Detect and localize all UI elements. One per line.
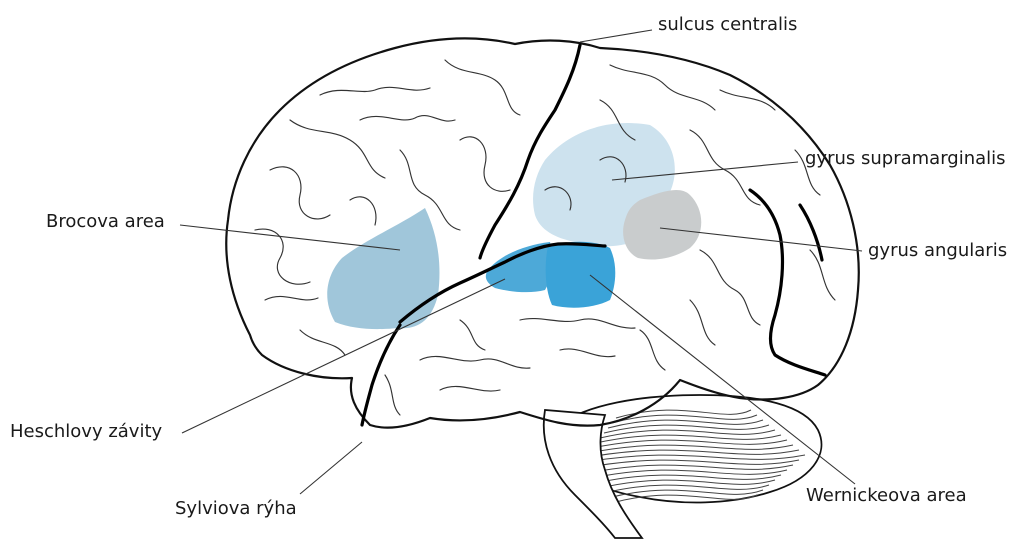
- gyrus-line: [700, 250, 760, 325]
- gyrus-line: [460, 320, 485, 350]
- gyrus-line: [255, 229, 310, 284]
- label-sulcus-centralis: sulcus centralis: [658, 16, 797, 34]
- label-heschlovy-zavity: Heschlovy závity: [10, 423, 162, 441]
- gyrus-line: [610, 65, 715, 110]
- gyrus-line: [445, 60, 520, 115]
- label-gyrus-angularis: gyrus angularis: [868, 242, 1007, 260]
- label-gyrus-supramarginalis: gyrus supramarginalis: [805, 150, 1006, 168]
- cerebrum-outline: [226, 38, 859, 427]
- gyrus-line: [690, 300, 715, 345]
- gyrus-line: [640, 330, 665, 370]
- gyrus-line: [420, 356, 530, 368]
- gyrus-line: [300, 330, 345, 355]
- gyrus-line: [440, 386, 500, 391]
- gyrus-line: [560, 349, 615, 357]
- gyrus-line: [520, 319, 635, 329]
- gyrus-line: [290, 120, 385, 178]
- gyrus-line: [460, 137, 510, 191]
- gyrus-line: [385, 375, 400, 415]
- label-sylviova-ryha: Sylviova rýha: [175, 500, 297, 518]
- wernicke-region: [546, 242, 616, 308]
- gyrus-line: [720, 90, 775, 110]
- gyrus-line: [270, 167, 330, 219]
- label-wernickeova-area: Wernickeova area: [806, 487, 967, 505]
- gyrus-line: [350, 197, 376, 225]
- gyrus-line: [360, 116, 455, 121]
- gyrus-line: [265, 296, 318, 300]
- gyrus-line: [690, 130, 760, 205]
- broca-region: [327, 208, 439, 329]
- label-brocova-area: Brocova area: [46, 213, 165, 231]
- gyrus-line: [320, 87, 430, 95]
